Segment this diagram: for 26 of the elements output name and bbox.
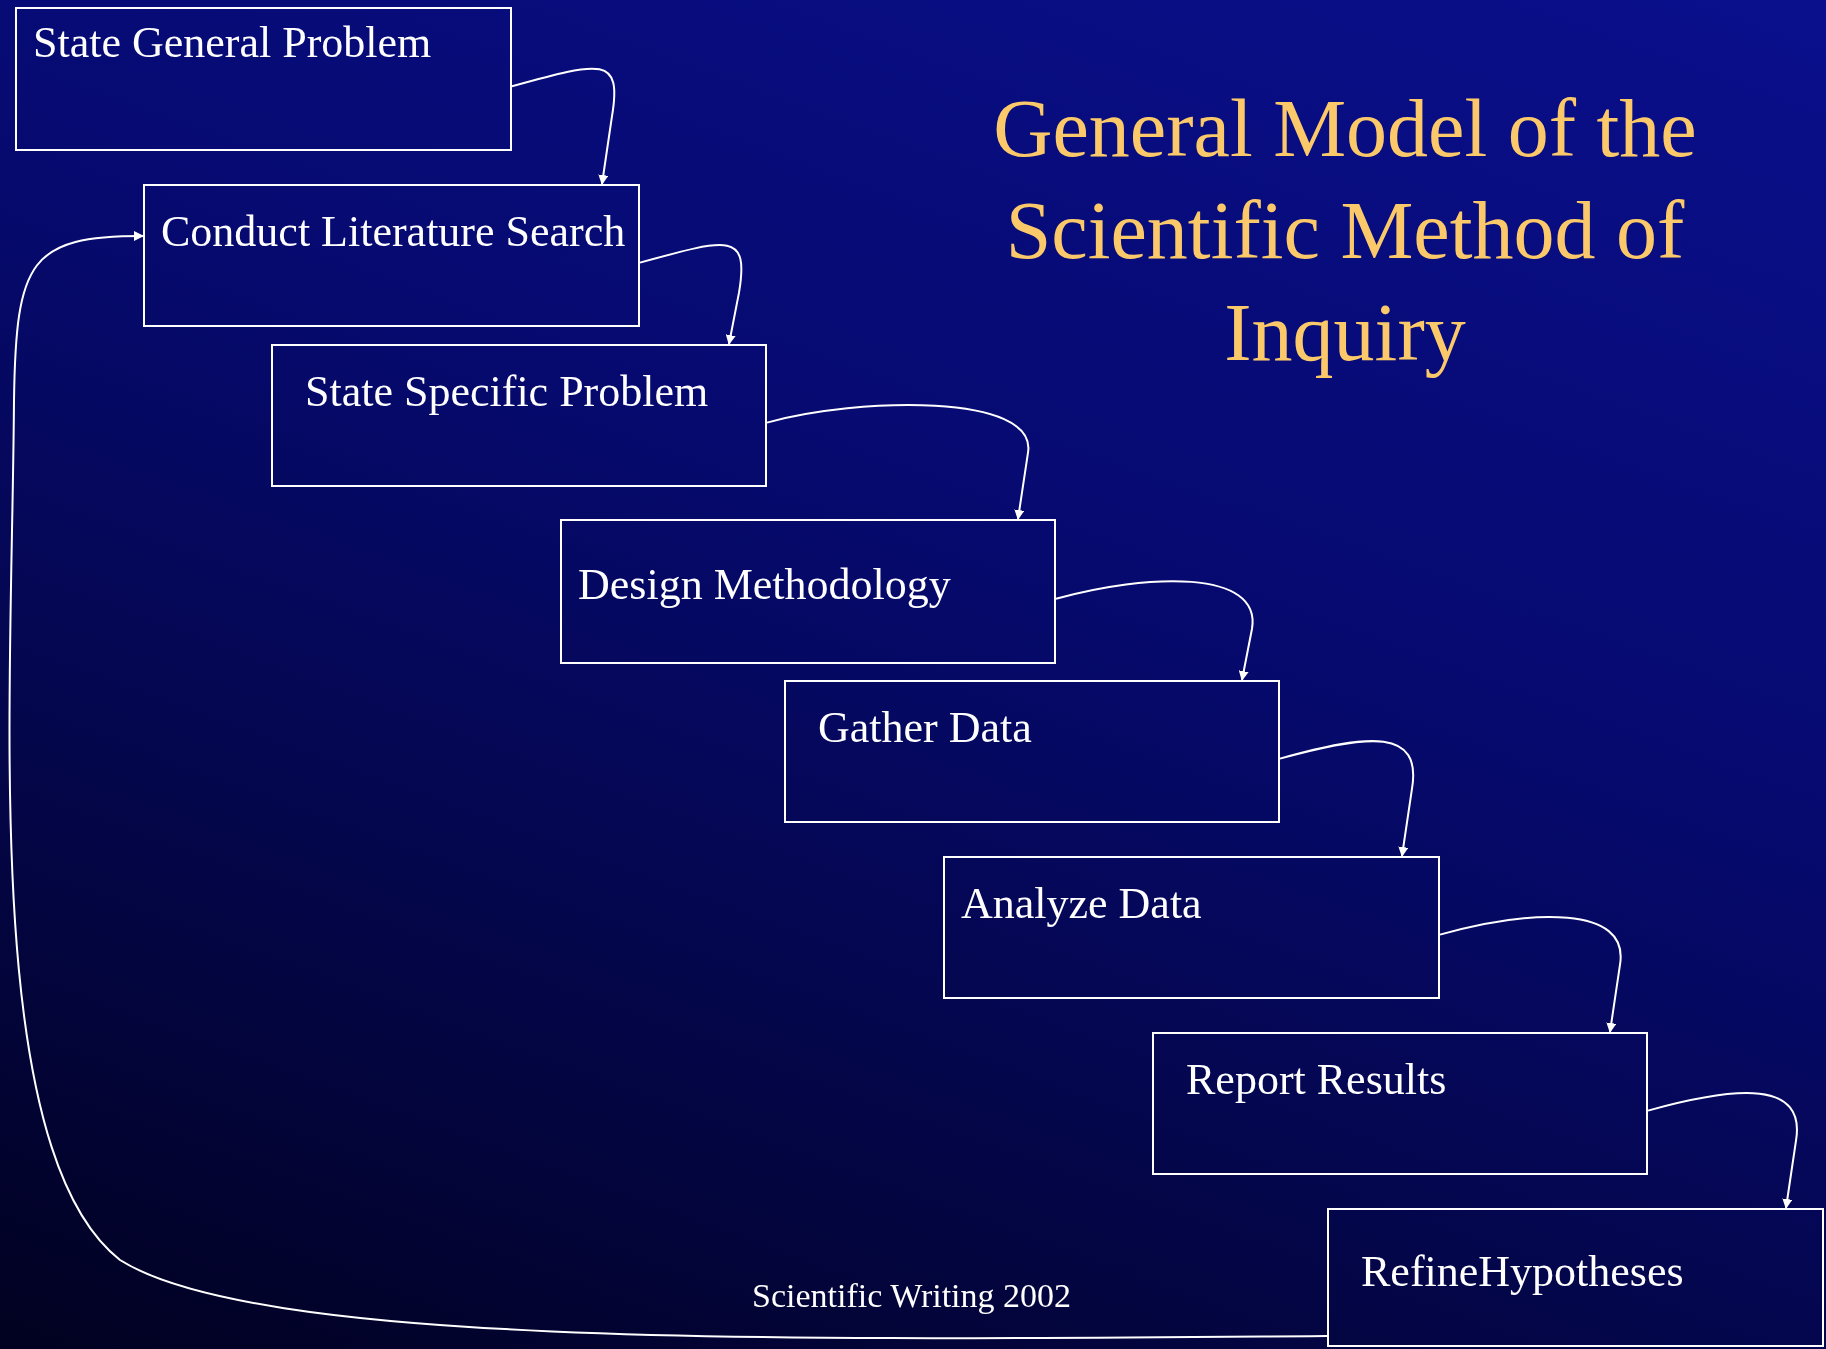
footer-text: Scientific Writing 2002 (752, 1276, 1072, 1316)
process-box (1327, 1208, 1824, 1347)
process-box (560, 519, 1056, 664)
arrow (639, 244, 743, 345)
process-box (271, 344, 767, 487)
arrow (1279, 740, 1415, 857)
arrow (1647, 1092, 1798, 1209)
arrow (766, 404, 1029, 520)
arrow (1055, 580, 1253, 681)
title: General Model of the Scientific Method of Inquiry (992, 82, 1698, 380)
process-box (1152, 1032, 1648, 1175)
process-box (943, 856, 1440, 999)
step-label: Report Results (1186, 1054, 1448, 1106)
process-box (143, 184, 640, 327)
step-label: Design Methodology (578, 559, 952, 611)
step-label: Conduct Literature Search (161, 206, 627, 258)
step-label: Analyze Data (961, 878, 1203, 930)
step-label: Gather Data (818, 702, 1033, 754)
step-label: State General Problem (33, 17, 433, 69)
process-box (784, 680, 1280, 823)
step-label: RefineHypotheses (1361, 1246, 1685, 1298)
process-box (15, 7, 512, 151)
arrow (8, 231, 1328, 1340)
step-label: State Specific Problem (305, 366, 710, 418)
arrow (511, 67, 616, 185)
arrow (1439, 916, 1622, 1033)
